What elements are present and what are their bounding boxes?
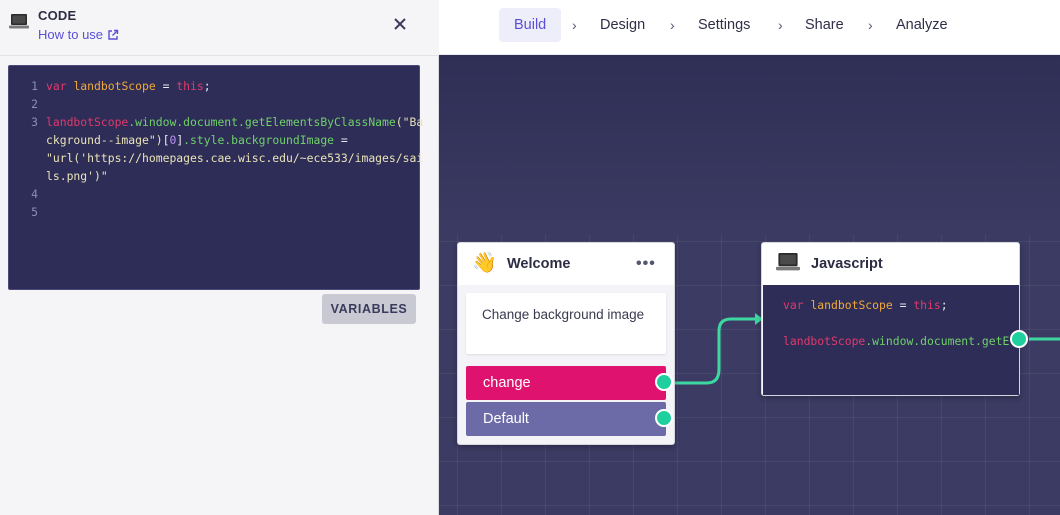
line-number: 3 xyxy=(31,115,38,129)
panel-title: CODE xyxy=(38,8,77,23)
js-preview-line-1: var landbotScope = this; xyxy=(783,298,948,312)
javascript-header: Javascript xyxy=(762,243,1019,285)
tab-design[interactable]: Design xyxy=(600,17,646,33)
javascript-block[interactable]: Javascript var landbotScope = this; land… xyxy=(761,242,1020,396)
nav-separator: › xyxy=(670,17,675,33)
welcome-title: Welcome xyxy=(507,256,571,272)
nav-separator: › xyxy=(572,17,577,33)
variables-button[interactable]: VARIABLES xyxy=(322,294,416,324)
code-line-3-wrap-1: ckground--image")[0].style.backgroundIma… xyxy=(46,133,348,147)
choice-change[interactable]: change xyxy=(466,366,666,400)
how-to-use-label: How to use xyxy=(38,27,104,42)
laptop-icon xyxy=(776,253,800,271)
code-panel: CODE How to use 1 2 3 4 5 var landbotSco… xyxy=(0,0,439,515)
code-line-1: var landbotScope = this; xyxy=(46,79,211,93)
close-button[interactable] xyxy=(391,15,409,33)
javascript-output-port[interactable] xyxy=(1010,330,1028,348)
code-line-3-wrap-3: ls.png')" xyxy=(46,169,108,183)
line-number: 5 xyxy=(31,205,38,219)
close-icon xyxy=(394,18,406,30)
top-navigation: Build › Design › Settings › Share › Anal… xyxy=(439,0,1060,55)
laptop-icon xyxy=(9,14,29,29)
how-to-use-link[interactable]: How to use xyxy=(38,27,119,42)
flow-canvas[interactable]: 👋 Welcome ••• Change background image ch… xyxy=(439,55,1060,515)
tab-analyze[interactable]: Analyze xyxy=(896,17,948,33)
nav-separator: › xyxy=(868,17,873,33)
nav-separator: › xyxy=(778,17,783,33)
code-line-3-wrap-2: "url('https://homepages.cae.wisc.edu/~ec… xyxy=(46,151,424,165)
js-preview-line-2: landbotScope.window.document.getE xyxy=(783,334,1010,348)
block-menu-icon[interactable]: ••• xyxy=(636,255,656,272)
message-bubble[interactable]: Change background image xyxy=(466,293,666,354)
panel-header: CODE How to use xyxy=(0,0,439,56)
javascript-title: Javascript xyxy=(811,256,883,272)
choice-change-port[interactable] xyxy=(655,373,673,391)
line-gutter: 1 2 3 4 5 xyxy=(9,66,41,289)
welcome-block[interactable]: 👋 Welcome ••• Change background image ch… xyxy=(457,242,675,445)
connector-arrow xyxy=(666,313,1060,385)
line-number: 1 xyxy=(31,79,38,93)
tab-build[interactable]: Build xyxy=(499,8,562,42)
javascript-preview: var landbotScope = this; landbotScope.wi… xyxy=(763,285,1019,395)
tab-share[interactable]: Share xyxy=(805,17,844,33)
waving-hand-icon: 👋 xyxy=(472,252,497,274)
tab-settings[interactable]: Settings xyxy=(698,17,751,33)
code-editor[interactable]: 1 2 3 4 5 var landbotScope = this; landb… xyxy=(8,65,424,290)
line-number: 2 xyxy=(31,97,38,111)
choice-default[interactable]: Default xyxy=(466,402,666,436)
welcome-header: 👋 Welcome ••• xyxy=(458,243,674,285)
choice-default-port[interactable] xyxy=(655,409,673,427)
code-line-3: landbotScope.window.document.getElements… xyxy=(46,115,424,129)
external-link-icon xyxy=(108,29,119,40)
line-number: 4 xyxy=(31,187,38,201)
